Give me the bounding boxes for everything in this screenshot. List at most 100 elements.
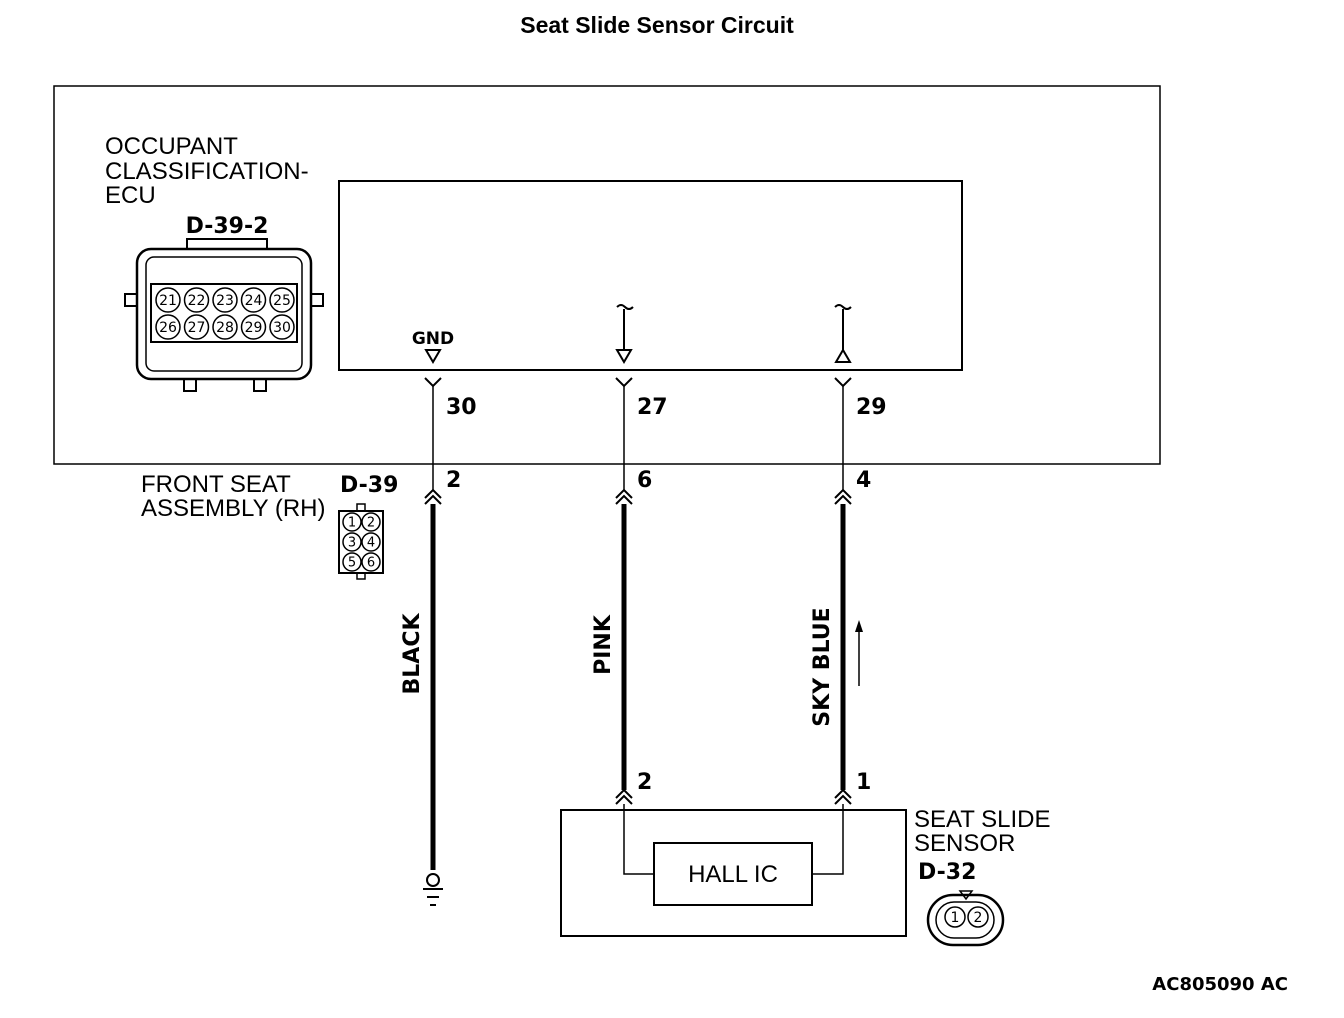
ecu-connector-id: D-39-2: [186, 214, 269, 239]
connector-pin-label: 21: [159, 293, 177, 309]
connector-pin-circle: [269, 287, 295, 313]
connector-pin-label: 25: [273, 293, 291, 309]
connector-pin-circle: [183, 287, 210, 313]
connector-pin-circle: [269, 314, 295, 340]
connector-pin-label: 6: [367, 556, 375, 571]
hall-ic-box: [653, 842, 813, 906]
connector-foot: [356, 572, 366, 580]
break-mark-icon: [616, 304, 634, 310]
front-seat-assembly: FRONT SEAT ASSEMBLY (RH) D-39: [141, 471, 398, 522]
male-terminal-icon: [424, 488, 442, 505]
front-seat-terminal-6: 6: [637, 468, 652, 493]
connector-pin-circle: [361, 512, 381, 532]
diagram-title: Seat Slide Sensor Circuit: [520, 12, 794, 38]
sensor-terminal-2: 2: [637, 770, 652, 795]
sensor-connector-id: D-32: [918, 860, 976, 885]
ecu-internal-symbols: [424, 304, 852, 364]
connector-pin-circle: [212, 314, 238, 340]
wire-color-sky-blue: SKY BLUE: [810, 607, 835, 726]
output-arrow-up-icon: [834, 348, 852, 363]
break-mark-icon: [834, 304, 852, 310]
connector-pin-label: 2: [974, 910, 983, 926]
front-seat-terminal-4: 4: [856, 468, 871, 493]
connector-foot-right: [253, 378, 267, 392]
signal-direction-arrow-icon: [855, 620, 863, 686]
male-terminal-icon: [834, 488, 852, 505]
connector-pin-label: 24: [245, 293, 263, 309]
sensor-name-line-2: SENSOR: [914, 830, 1015, 857]
sensor-internal-wire-2: [623, 804, 654, 875]
connector-body-inner: [145, 256, 303, 372]
connector-pin-circle: [342, 512, 362, 532]
connector-pin-circle: [944, 906, 966, 928]
input-arrow-down-icon: [615, 349, 633, 364]
ecu-connector-pins: 21 22 23 24 25 26 27 28 29 30: [155, 287, 295, 340]
ecu-name-line-1: OCCUPANT: [105, 133, 238, 160]
ecu-outer-box: [53, 85, 1161, 465]
sensor-terminal-1: 1: [856, 770, 871, 795]
wire-color-black: BLACK: [400, 613, 425, 695]
connector-pin-label: 5: [348, 556, 356, 571]
connector-pin-label: 4: [367, 536, 375, 551]
connector-foot-left: [183, 378, 197, 392]
male-terminal-icon: [834, 788, 852, 805]
female-terminal-icon: [834, 377, 852, 388]
wire-color-pink: PINK: [591, 614, 616, 675]
connector-pin-label: 23: [216, 293, 234, 309]
front-seat-terminal-2: 2: [446, 468, 461, 493]
connector-pin-label: 22: [188, 293, 206, 309]
connector-pin-circle: [155, 314, 181, 340]
connector-pin-label: 1: [951, 910, 960, 926]
connector-latch: [186, 238, 268, 250]
connector-pin-circle: [155, 287, 181, 313]
front-seat-connector-id: D-39: [340, 473, 398, 498]
ecu-terminal-27: 27: [637, 395, 668, 420]
connector-pin-label: 27: [188, 320, 206, 336]
connector-pin-circle: [361, 552, 381, 572]
connector-pin-circle: [361, 532, 381, 552]
connector-pin-label: 2: [367, 516, 375, 531]
connector-pin-label: 28: [216, 320, 234, 336]
connector-body: [135, 247, 313, 381]
front-seat-name-line-1: FRONT SEAT: [141, 471, 291, 498]
connector-pin-circle: [967, 906, 989, 928]
sensor-internal-wire-1: [812, 804, 844, 875]
female-terminal-icon: [424, 377, 442, 388]
connector-pin-block: [150, 283, 298, 343]
figure-code: AC805090 AC: [1152, 974, 1288, 995]
connector-pin-label: 29: [245, 320, 263, 336]
front-seat-terminal-marks: [424, 488, 852, 505]
connector-pin-label: 1: [348, 516, 356, 531]
connector-side-tab-right: [310, 293, 324, 307]
female-terminal-icon: [615, 377, 633, 388]
connector-pin-label: 3: [348, 536, 356, 551]
male-terminal-icon: [615, 488, 633, 505]
connector-pin-circle: [342, 552, 362, 572]
connector-pin-label: 26: [159, 320, 177, 336]
connector-pin-circle: [212, 287, 238, 313]
ecu-name-line-3: ECU: [105, 182, 156, 209]
connector-latch: [356, 503, 366, 512]
ecu-terminal-30: 30: [446, 395, 477, 420]
ecu-terminal-29: 29: [856, 395, 887, 420]
connector-pin-circle: [342, 532, 362, 552]
connector-pin-label: 30: [273, 320, 291, 336]
seat-slide-sensor-box: [560, 809, 907, 937]
connector-pin-circle: [183, 314, 210, 340]
sensor-name-line-1: SEAT SLIDE: [914, 806, 1051, 833]
hall-ic-label: HALL IC: [688, 861, 778, 888]
connector-pin-circle: [240, 314, 267, 340]
connector-body: [926, 893, 1005, 947]
gnd-arrow-icon: [424, 349, 442, 364]
ecu-connector-d39-2: D-39-2 21 22 23 24 25 26 27 28 29 30: [124, 214, 324, 392]
ecu-terminal-marks: [424, 377, 852, 388]
ecu-name-line-2: CLASSIFICATION-: [105, 158, 309, 185]
ecu-inner-box: [338, 180, 963, 371]
connector-inner: [935, 901, 995, 939]
sensor-terminal-marks: [615, 788, 852, 805]
male-terminal-icon: [615, 788, 633, 805]
